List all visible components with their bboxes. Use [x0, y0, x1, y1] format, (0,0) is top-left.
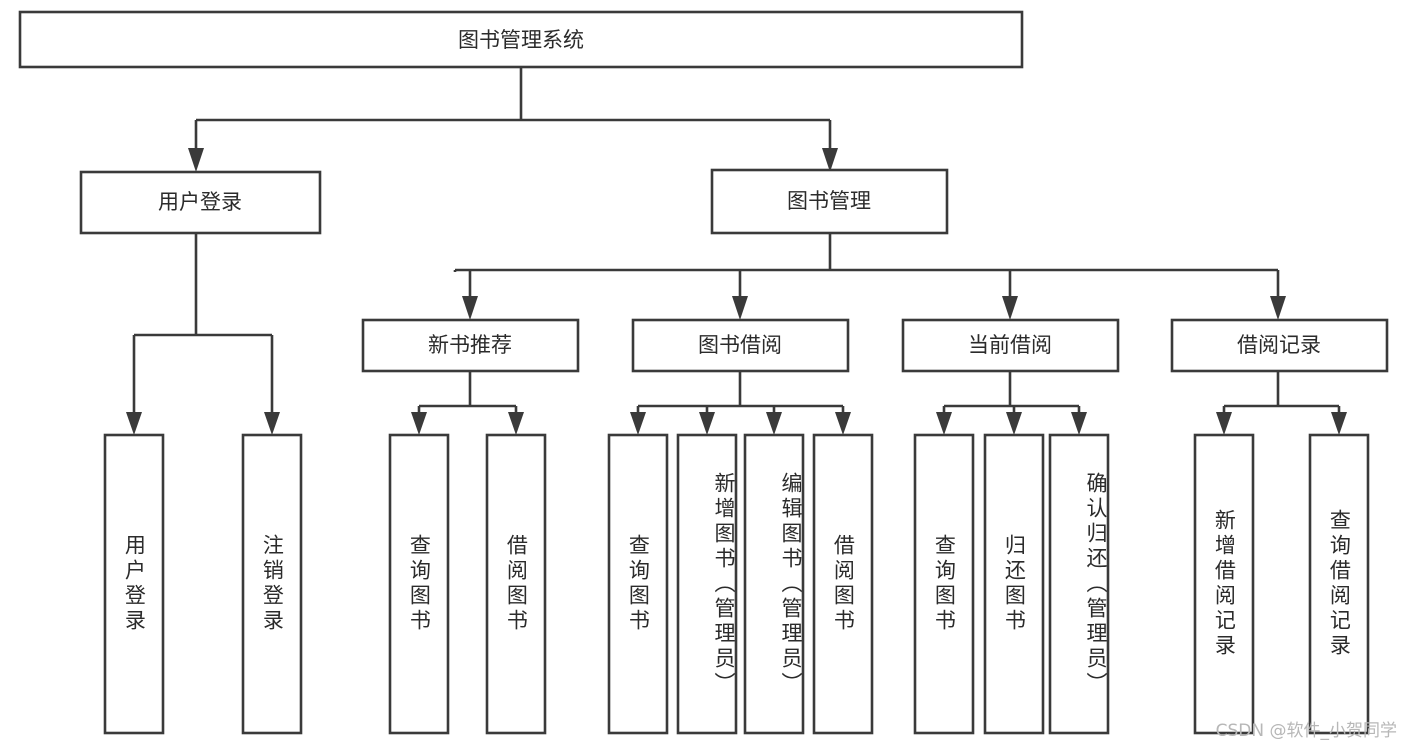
connector-group-root — [188, 67, 838, 172]
node-book-management-box[interactable] — [710, 168, 949, 235]
arrow-newbook-leaf-1 — [411, 412, 427, 435]
leaf-box-query-borrow-record[interactable] — [1308, 433, 1370, 735]
connector-group-bookmgmt — [453, 233, 1286, 320]
connector-group-record — [1216, 371, 1347, 435]
arrow-current-leaf-3 — [1071, 412, 1087, 435]
leaf-box-query-book-borrow[interactable] — [607, 433, 669, 735]
node-borrow-record-box[interactable] — [1170, 318, 1389, 373]
leaf-box-edit-book-admin[interactable] — [743, 433, 805, 735]
arrow-current-leaf-2 — [1006, 412, 1022, 435]
node-root-label: 图书管理系统 — [458, 28, 584, 52]
leaf-box-logout[interactable] — [241, 433, 303, 735]
arrow-newbook-leaf-2 — [508, 412, 524, 435]
arrow-bm-to-current — [1002, 296, 1018, 320]
arrow-root-to-bookmgmt — [822, 148, 838, 172]
leaf-box-query-book-current[interactable] — [913, 433, 975, 735]
node-book-management-label: 图书管理 — [787, 189, 871, 213]
node-user-login-label: 用户登录 — [158, 190, 242, 214]
connector-group-login — [126, 233, 280, 435]
node-current-borrow-label: 当前借阅 — [968, 333, 1052, 357]
leaf-box-confirm-return-admin[interactable] — [1048, 433, 1110, 735]
arrow-current-leaf-1 — [936, 412, 952, 435]
leaf-box-user-login[interactable] — [103, 433, 165, 735]
node-borrow-record[interactable]: 借阅记录 — [1170, 318, 1389, 373]
node-book-borrow[interactable]: 图书借阅 — [631, 318, 850, 373]
arrow-record-leaf-2 — [1331, 412, 1347, 435]
node-root[interactable]: 图书管理系统 — [18, 10, 1024, 69]
csdn-watermark: CSDN @软件_小贺同学 — [1215, 721, 1397, 741]
leaf-box-borrow-book-rec[interactable] — [485, 433, 547, 735]
arrow-record-leaf-1 — [1216, 412, 1232, 435]
node-new-book-recommend[interactable]: 新书推荐 — [361, 318, 580, 373]
node-root-box[interactable] — [18, 10, 1024, 69]
connector-group-borrow — [630, 371, 851, 435]
node-book-borrow-box[interactable] — [631, 318, 850, 373]
arrow-login-leaf-2 — [264, 412, 280, 435]
connector-group-current — [936, 371, 1087, 435]
arrow-bm-to-record — [1270, 296, 1286, 320]
arrow-bm-to-borrow — [732, 296, 748, 320]
node-current-borrow[interactable]: 当前借阅 — [901, 318, 1120, 373]
arrow-borrow-leaf-1 — [630, 412, 646, 435]
arrow-bm-to-newbook — [462, 296, 478, 320]
node-new-book-recommend-label: 新书推荐 — [428, 333, 512, 357]
arrow-borrow-leaf-4 — [835, 412, 851, 435]
leaf-box-add-borrow-record[interactable] — [1193, 433, 1255, 735]
connector-group-newbook — [411, 371, 524, 435]
node-borrow-record-label: 借阅记录 — [1237, 333, 1321, 357]
leaf-box-borrow-book[interactable] — [812, 433, 874, 735]
node-new-book-recommend-box[interactable] — [361, 318, 580, 373]
node-book-borrow-label: 图书借阅 — [698, 333, 782, 357]
arrow-login-leaf-1 — [126, 412, 142, 435]
node-user-login-box[interactable] — [79, 170, 322, 235]
arrow-borrow-leaf-3 — [766, 412, 782, 435]
leaf-box-query-book-rec[interactable] — [388, 433, 450, 735]
leaf-box-group — [103, 433, 1370, 735]
leaf-box-return-book[interactable] — [983, 433, 1045, 735]
node-book-management[interactable]: 图书管理 — [710, 168, 949, 235]
node-user-login[interactable]: 用户登录 — [79, 170, 322, 235]
arrow-root-to-login — [188, 148, 204, 172]
leaf-box-add-book-admin[interactable] — [676, 433, 738, 735]
node-current-borrow-box[interactable] — [901, 318, 1120, 373]
arrow-borrow-leaf-2 — [699, 412, 715, 435]
